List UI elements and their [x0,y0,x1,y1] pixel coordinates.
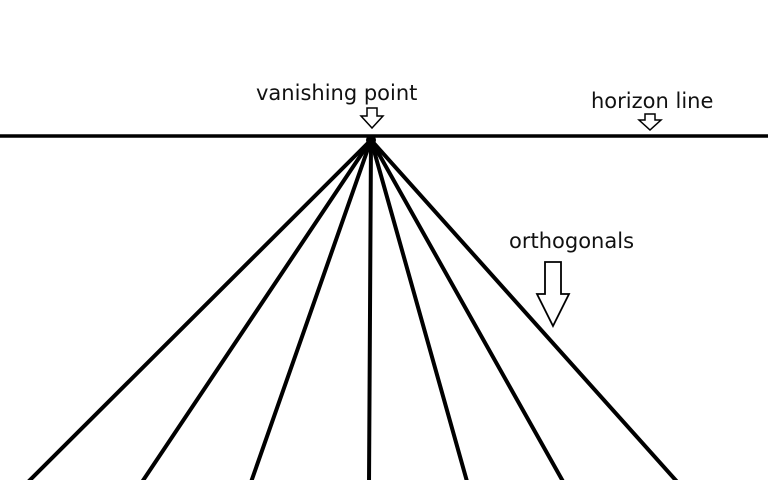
arrow-down-icon [535,261,571,329]
orthogonal-line [369,138,679,480]
orthogonal-line [367,138,373,480]
orthogonals [27,138,679,480]
vanishing-point-marker [366,135,376,145]
orthogonal-line [369,138,469,480]
orthogonal-line [249,138,373,480]
orthogonal-line [140,138,373,480]
horizon-line-label: horizon line [591,89,713,113]
orthogonal-line [27,138,373,480]
vanishing-point-label: vanishing point [256,81,417,105]
arrow-down-icon [359,107,385,130]
orthogonal-line [369,138,565,480]
orthogonals-label: orthogonals [509,229,634,253]
arrow-down-icon [637,113,663,132]
